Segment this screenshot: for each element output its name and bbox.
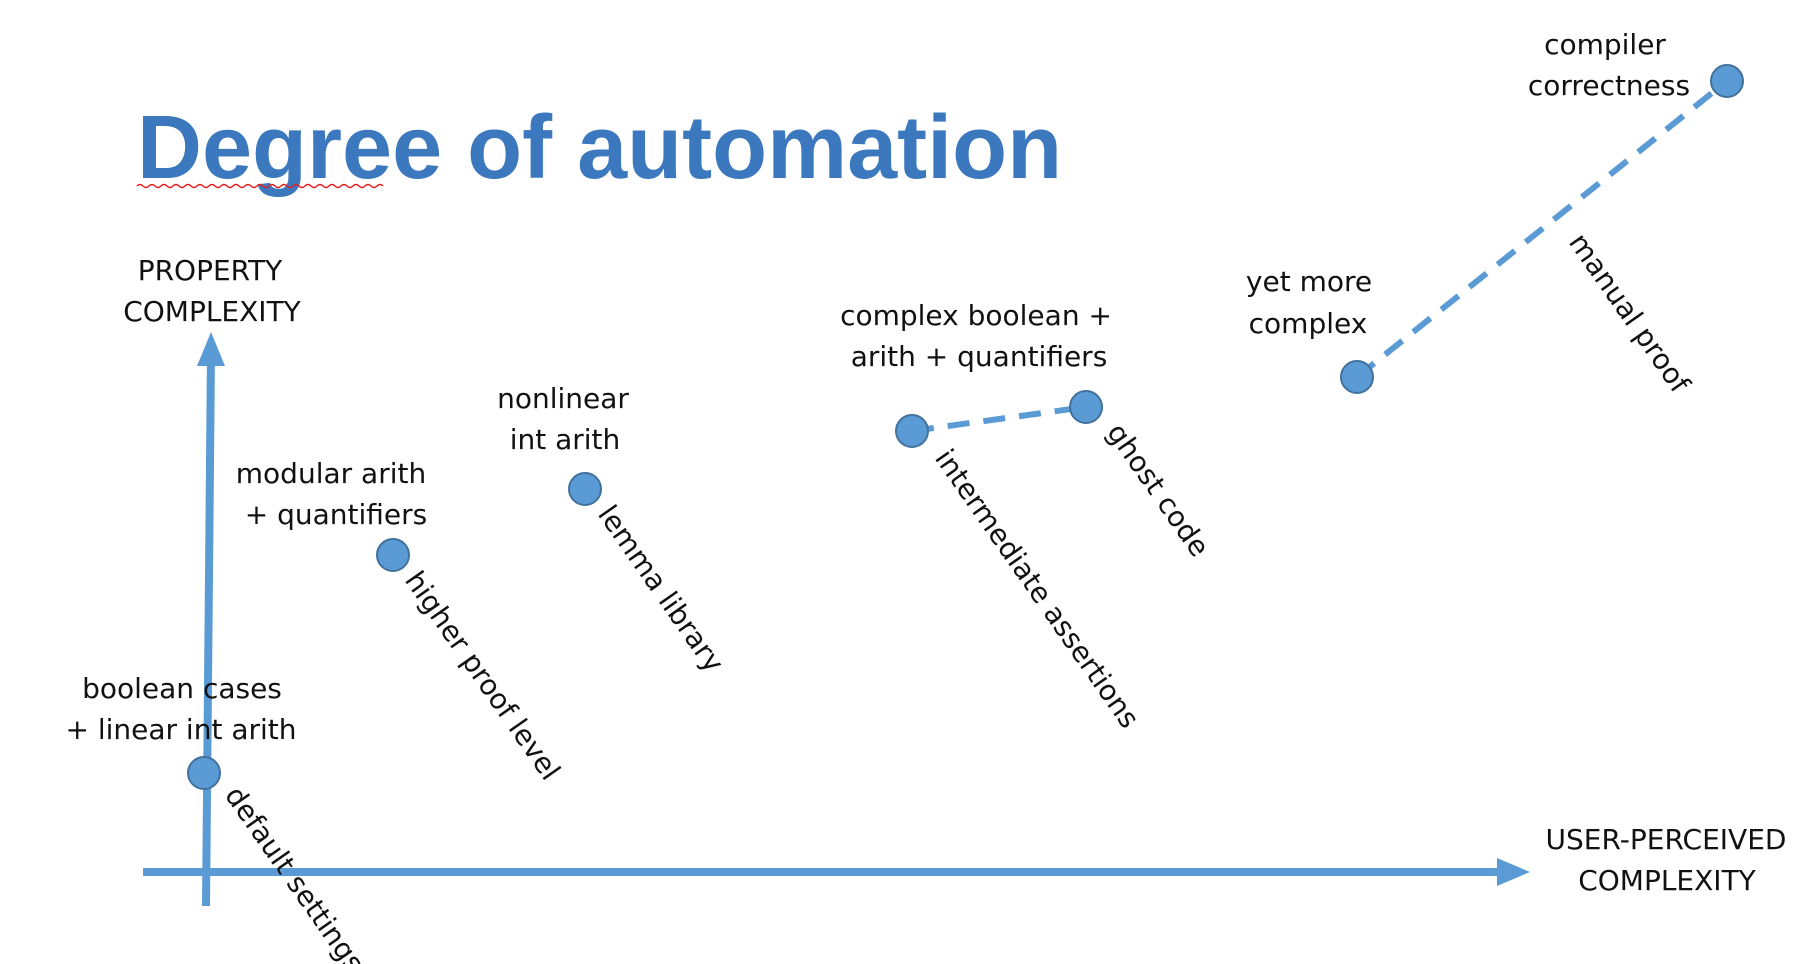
x-axis-label-line1: USER-PERCEIVED	[1546, 823, 1787, 856]
x-axis	[143, 858, 1530, 886]
connector-complex-manual	[1355, 78, 1729, 380]
property-label: boolean cases	[82, 672, 282, 705]
slide-title: Degree of automation	[137, 98, 1062, 198]
level-point	[1069, 390, 1103, 424]
technique-label: lemma library	[591, 499, 730, 678]
y-axis-arrowhead	[197, 332, 225, 366]
property-label: modular arith	[236, 457, 426, 490]
y-axis-label-line1: PROPERTY	[138, 254, 283, 287]
property-label: nonlinear	[497, 382, 629, 415]
technique-label: higher proof level	[398, 565, 567, 786]
property-label: correctness	[1528, 69, 1690, 102]
y-axis-label-line2: COMPLEXITY	[123, 295, 301, 328]
level-point	[568, 472, 602, 506]
connector-assertions-ghost	[911, 404, 1087, 434]
technique-label: ghost code	[1100, 417, 1216, 563]
level-nonlinear: nonlinear int arith lemma library	[497, 382, 730, 678]
property-label: yet more	[1246, 265, 1372, 298]
level-point	[187, 756, 221, 790]
y-axis	[197, 332, 225, 907]
level-point	[895, 414, 929, 448]
technique-label: manual proof	[1562, 227, 1697, 400]
property-label: complex	[1249, 307, 1368, 340]
property-label: int arith	[510, 423, 621, 456]
spellcheck-underline	[136, 183, 384, 189]
level-boolean-linear: boolean cases + linear int arith default…	[65, 672, 370, 964]
technique-label: intermediate assertions	[928, 443, 1146, 734]
property-label: + quantifiers	[245, 498, 428, 531]
property-label: compiler	[1544, 28, 1666, 61]
level-point	[1710, 64, 1744, 98]
level-yet-more-complex: yet more complex	[1246, 265, 1374, 394]
x-axis-label-line2: COMPLEXITY	[1578, 864, 1756, 897]
level-point	[376, 538, 410, 572]
level-ghost-code: ghost code	[1069, 390, 1216, 563]
level-complex-boolean: complex boolean + arith + quantifiers in…	[840, 299, 1146, 734]
level-point	[1340, 360, 1374, 394]
x-axis-arrowhead	[1497, 858, 1530, 886]
property-label: complex boolean +	[840, 299, 1112, 332]
property-label: arith + quantifiers	[851, 340, 1108, 373]
property-label: + linear int arith	[65, 713, 296, 746]
